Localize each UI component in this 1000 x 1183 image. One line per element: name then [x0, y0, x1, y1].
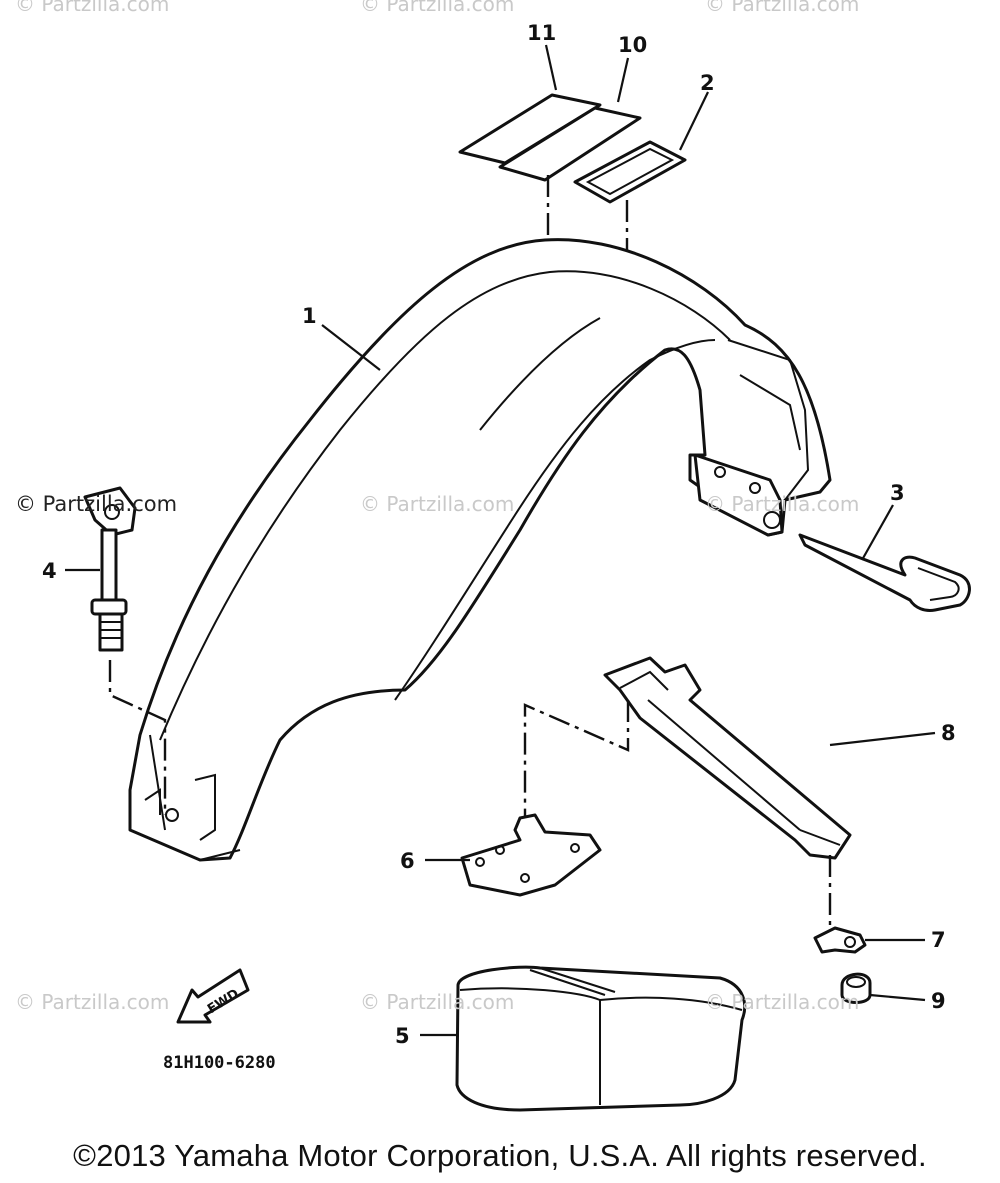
callout-7: 7: [931, 928, 946, 952]
forward-arrow: FWD: [176, 968, 250, 1024]
watermark-top-right: © Partzilla.com: [705, 0, 860, 16]
callout-10: 10: [618, 33, 647, 57]
watermark-top-left: © Partzilla.com: [15, 0, 170, 16]
clip-7[interactable]: [813, 926, 867, 954]
rod-3[interactable]: [798, 533, 971, 612]
decal-11[interactable]: [458, 93, 602, 165]
callout-3: 3: [890, 481, 905, 505]
callout-5: 5: [395, 1024, 410, 1048]
drawing-code: 81H100-6280: [163, 1053, 276, 1073]
watermark-mid-center: © Partzilla.com: [360, 492, 515, 516]
copyright-notice: ©2013 Yamaha Motor Corporation, U.S.A. A…: [73, 1138, 927, 1173]
callout-8: 8: [941, 721, 956, 745]
callout-6: 6: [400, 849, 415, 873]
watermark-bottom-left: © Partzilla.com: [15, 990, 170, 1014]
watermark-mid-right: © Partzilla.com: [705, 492, 860, 516]
cover-5[interactable]: [455, 965, 747, 1112]
decal-10[interactable]: [498, 106, 642, 182]
callout-1: 1: [302, 304, 317, 328]
bolt-4[interactable]: [83, 486, 137, 652]
watermark-top-center: © Partzilla.com: [360, 0, 515, 16]
callout-2: 2: [700, 71, 715, 95]
callout-4: 4: [42, 559, 57, 583]
decal-2[interactable]: [573, 140, 687, 204]
callout-11: 11: [527, 21, 556, 45]
watermark-bottom-center: © Partzilla.com: [360, 990, 515, 1014]
rear-fender[interactable]: [128, 238, 832, 862]
watermark-bottom-right: © Partzilla.com: [705, 990, 860, 1014]
bracket-8[interactable]: [603, 656, 852, 860]
watermark-left: © Partzilla.com: [15, 492, 178, 516]
callout-9: 9: [931, 989, 946, 1013]
plate-6[interactable]: [460, 813, 602, 897]
